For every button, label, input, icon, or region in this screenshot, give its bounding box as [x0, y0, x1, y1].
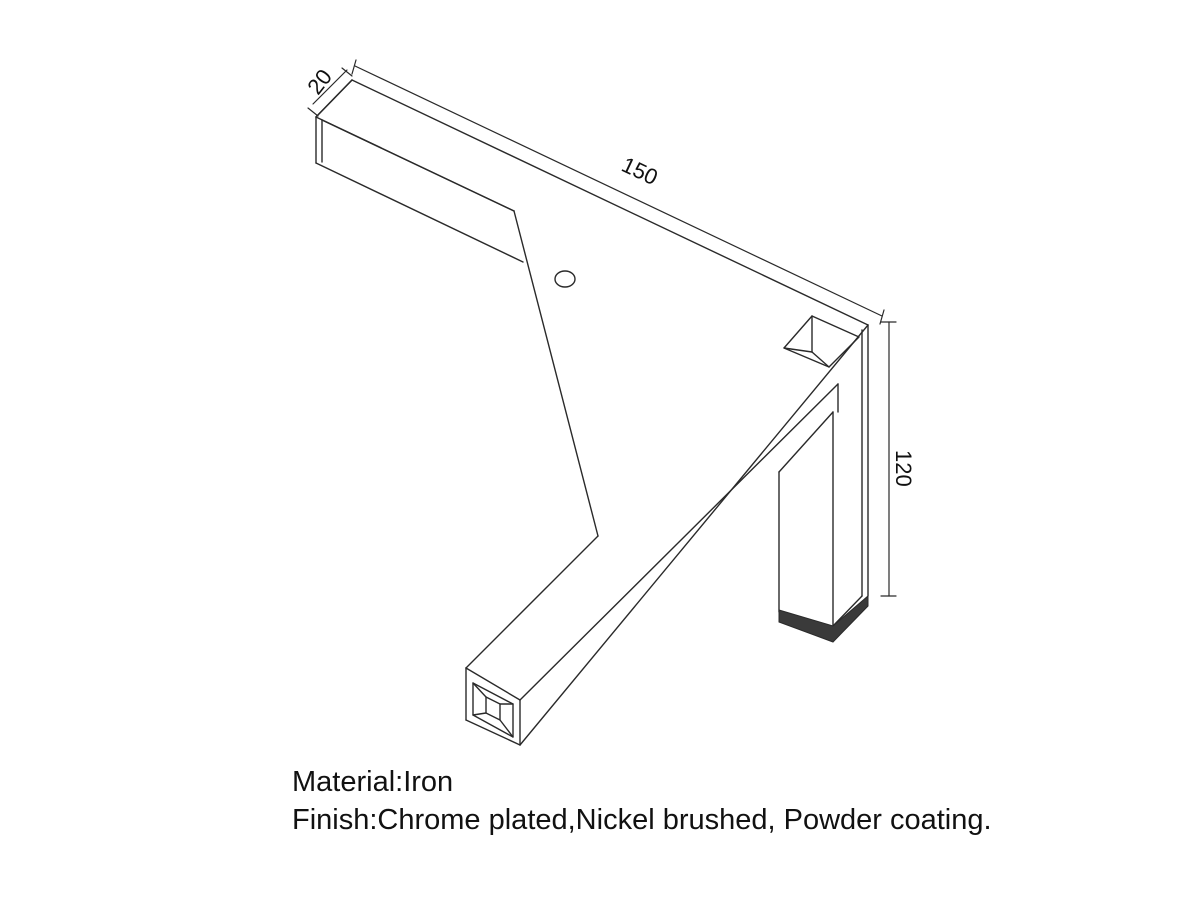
leg-foot-cap [778, 594, 869, 643]
dimension-length-label: 150 [618, 152, 662, 190]
leg-socket [783, 315, 860, 368]
diagonal-arm [465, 383, 839, 746]
mounting-hole [554, 270, 576, 288]
upper-arm [315, 79, 524, 263]
dimension-width: 20 [302, 64, 353, 117]
dimension-width-label: 20 [302, 64, 337, 99]
top-plate [351, 79, 869, 746]
finish-spec: Finish:Chrome plated,Nickel brushed, Pow… [292, 804, 992, 836]
dimension-height: 120 [880, 321, 916, 597]
material-spec: Material:Iron [292, 766, 454, 798]
vertical-leg [778, 383, 869, 643]
dimension-height-label: 120 [891, 450, 916, 487]
front-foot-end [472, 682, 514, 738]
dimension-length: 150 [351, 59, 885, 325]
